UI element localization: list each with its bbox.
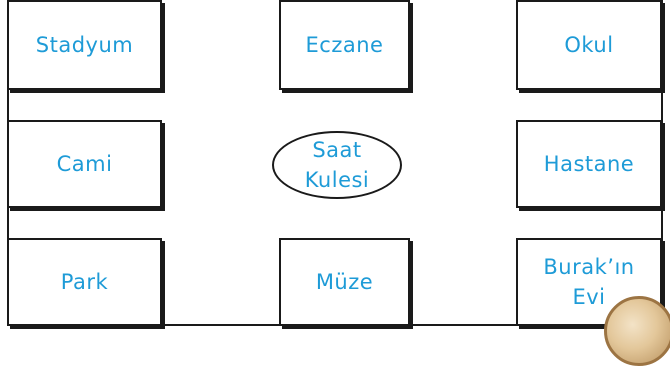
label-saat-kulesi: Saat Kulesi (305, 135, 370, 195)
clock-tower: Saat Kulesi (272, 131, 402, 199)
clock-icon (604, 296, 670, 366)
label-saat: Saat (312, 138, 362, 162)
label-park: Park (60, 270, 109, 294)
label-kulesi: Kulesi (304, 168, 370, 192)
label-cami: Cami (56, 152, 113, 176)
block-cami: Cami (7, 120, 162, 208)
block-stadyum: Stadyum (7, 0, 162, 90)
block-hastane: Hastane (516, 120, 662, 208)
label-stadyum: Stadyum (35, 33, 134, 57)
block-park: Park (7, 238, 162, 326)
block-okul: Okul (516, 0, 662, 90)
block-muze: Müze (279, 238, 410, 326)
label-eczane: Eczane (305, 33, 384, 57)
label-hastane: Hastane (543, 152, 635, 176)
label-muze: Müze (315, 270, 374, 294)
label-okul: Okul (564, 33, 614, 57)
label-burak: Burak’ın (543, 255, 635, 279)
label-evi: Evi (572, 285, 606, 309)
label-burak-evi: Burak’ın Evi (543, 252, 634, 312)
block-eczane: Eczane (279, 0, 410, 90)
